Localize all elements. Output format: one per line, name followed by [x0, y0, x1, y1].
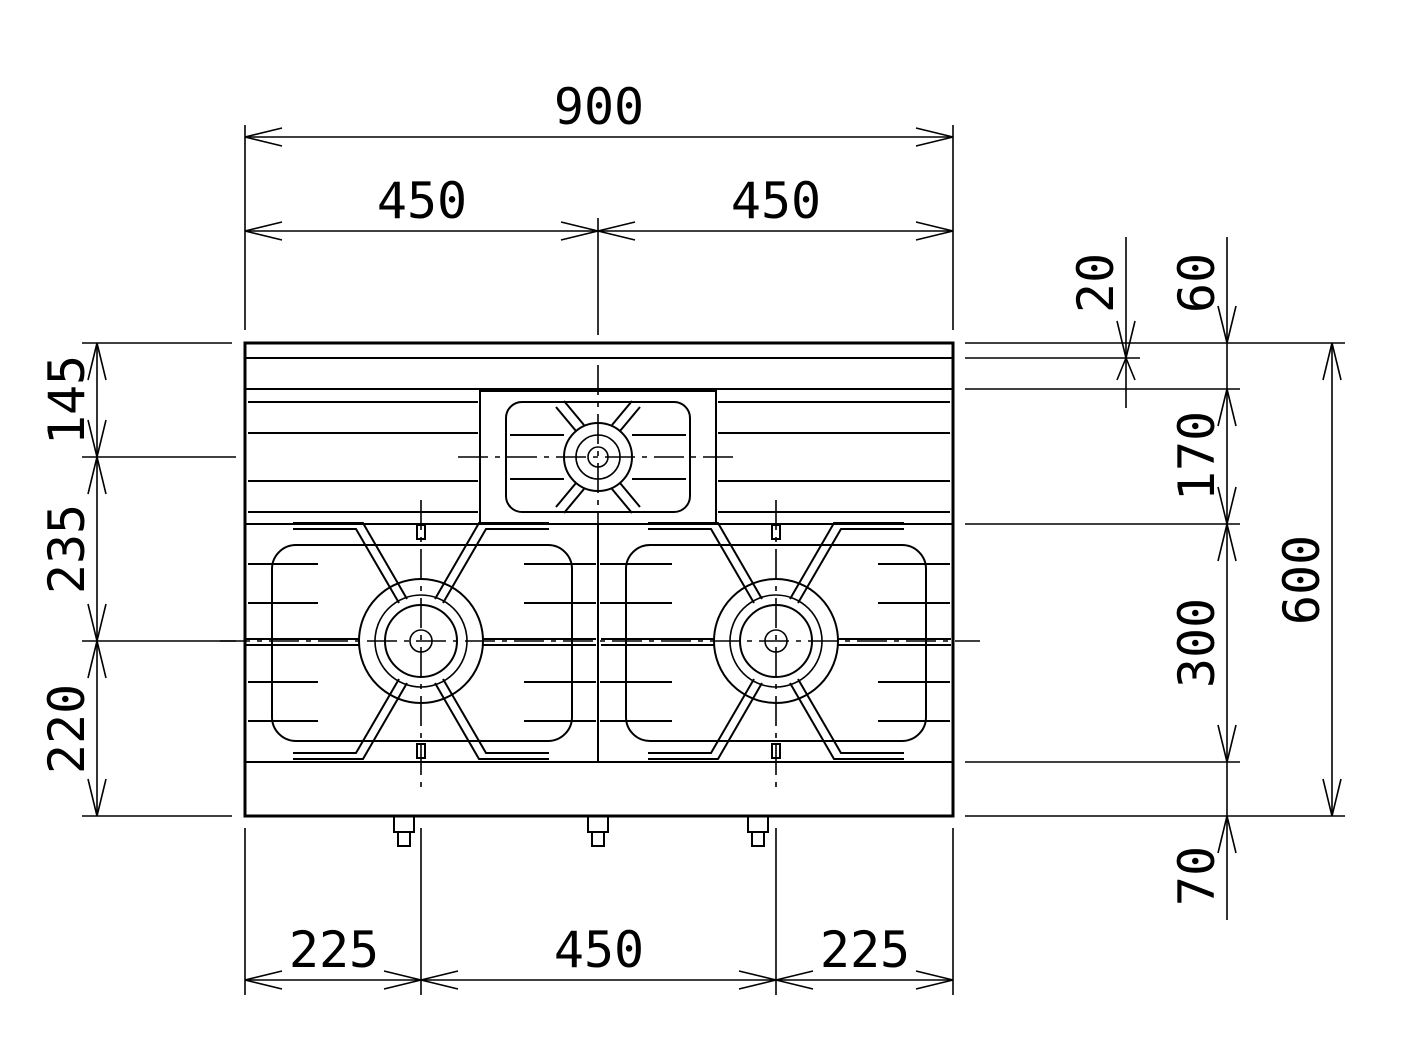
- dim-300: 300: [1168, 598, 1226, 688]
- left-dimensions: 145 235 220: [38, 342, 236, 817]
- control-knobs: [393, 815, 769, 847]
- dim-20: 20: [1067, 253, 1125, 313]
- cooktop-body: [243, 341, 955, 818]
- dim-220: 220: [38, 684, 96, 774]
- dim-450-bottom: 450: [554, 921, 644, 979]
- right-dimensions: 20 60 170 300 70 600: [965, 237, 1345, 920]
- dim-450-left: 450: [377, 172, 467, 230]
- dim-600: 600: [1273, 535, 1331, 625]
- top-dimensions: 900 450 450: [244, 78, 954, 335]
- dim-450-right: 450: [731, 172, 821, 230]
- bottom-dimensions: 225 450 225: [244, 828, 954, 995]
- dim-225-left: 225: [289, 921, 379, 979]
- dim-235: 235: [38, 504, 96, 594]
- dim-60: 60: [1168, 253, 1226, 313]
- dim-145: 145: [38, 355, 96, 445]
- dim-900: 900: [554, 78, 644, 136]
- small-burner: [458, 365, 738, 527]
- dim-70: 70: [1168, 846, 1226, 906]
- right-burner: [600, 522, 952, 760]
- dim-170: 170: [1168, 411, 1226, 501]
- centerlines: [220, 500, 980, 790]
- dim-225-right: 225: [820, 921, 910, 979]
